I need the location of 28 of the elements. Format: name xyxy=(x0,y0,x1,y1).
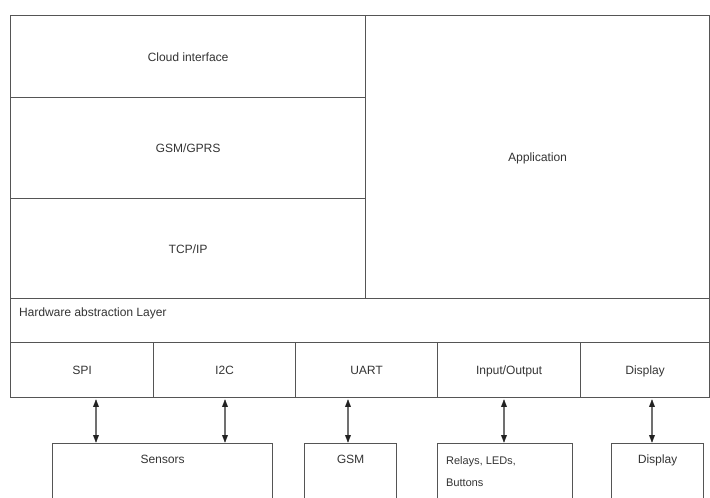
double-arrow xyxy=(500,399,508,443)
node-label: GSM xyxy=(336,451,364,468)
double-arrow xyxy=(648,399,656,443)
double-arrow xyxy=(92,399,100,443)
node-label: TCP/IP xyxy=(168,240,208,258)
double-arrow xyxy=(344,399,352,443)
node-label: Application xyxy=(508,149,567,166)
interface-box xyxy=(10,342,154,398)
node-label: Input/Output xyxy=(476,362,542,379)
layer-band xyxy=(10,298,710,343)
node-label: I2C xyxy=(215,362,234,379)
node-label: Hardware abstraction Layer xyxy=(19,304,166,321)
double-arrow xyxy=(222,399,228,443)
device-box xyxy=(611,443,704,498)
node-label: Relays, LEDs, Buttons xyxy=(446,454,517,491)
node-label: SPI xyxy=(72,362,92,379)
panel-box xyxy=(10,15,366,98)
device-box xyxy=(52,443,273,498)
node-label: UART xyxy=(350,362,383,379)
node-label: Cloud interface xyxy=(148,48,228,66)
node-label: Display xyxy=(625,362,665,379)
device-box xyxy=(304,443,397,498)
node-label: Sensors xyxy=(140,451,185,468)
node-label: Display xyxy=(638,451,678,468)
panel-box xyxy=(365,15,710,299)
node-label: GSM/GPRS xyxy=(156,140,220,157)
device-box xyxy=(437,443,573,498)
interface-box xyxy=(580,342,710,398)
